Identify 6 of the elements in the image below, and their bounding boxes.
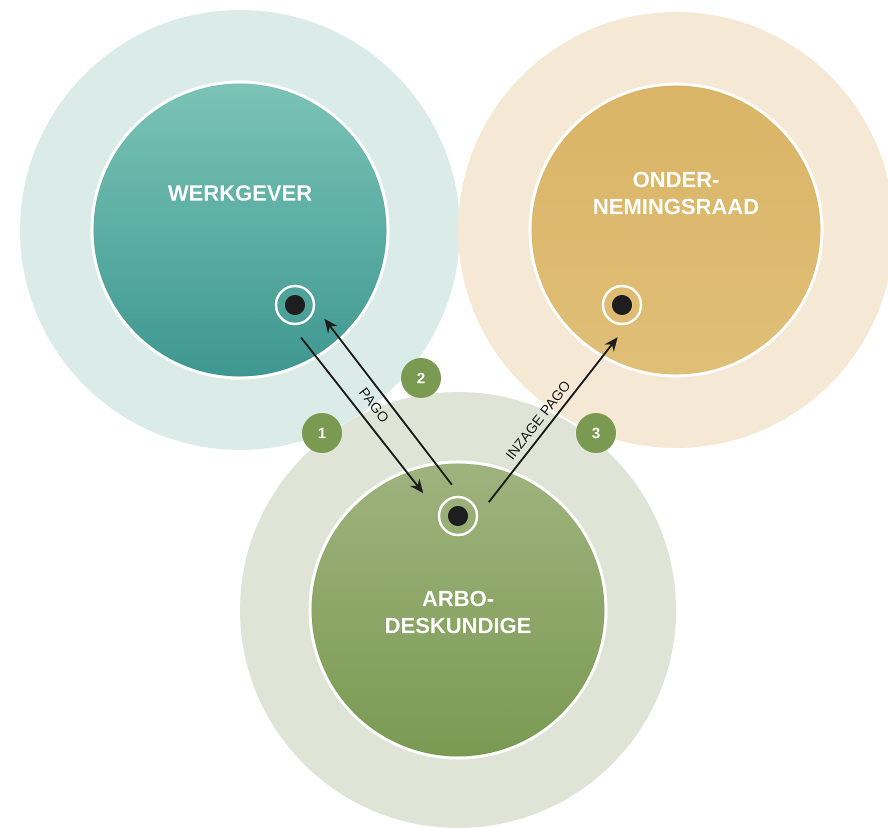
callout-number: 2 (401, 358, 441, 398)
callout-number: 1 (302, 413, 342, 453)
target-dot (602, 284, 642, 326)
target-dot (438, 496, 478, 536)
target-dot (274, 284, 316, 326)
callout-number: 3 (576, 413, 616, 453)
